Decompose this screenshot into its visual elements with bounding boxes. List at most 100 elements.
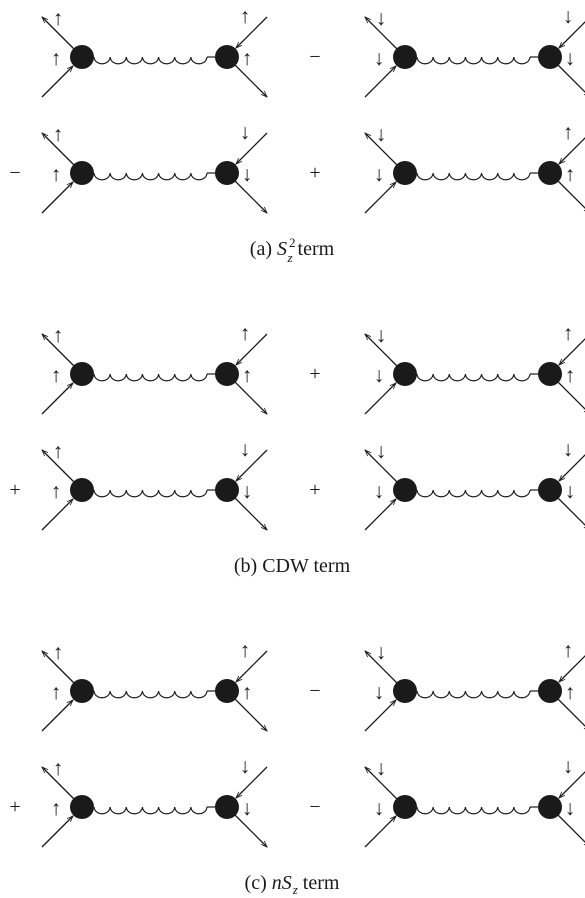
leg-outgoing-right	[231, 378, 267, 414]
spin-label-top-right: ↑	[240, 321, 251, 345]
sign: +	[309, 363, 320, 385]
spin-label-top-right: ↓	[563, 754, 574, 778]
vertex-left	[70, 45, 94, 69]
leg-outgoing-right	[554, 177, 585, 213]
spin-label-top-left: ↑	[53, 323, 64, 347]
caption: (c) nSz term	[245, 872, 340, 897]
vertex-right	[538, 45, 562, 69]
leg-outgoing-right	[554, 378, 585, 414]
leg-outgoing-right	[231, 811, 267, 847]
leg-outgoing-right	[554, 61, 585, 97]
spin-label-bottom-left: ↓	[374, 796, 385, 820]
photon-propagator	[93, 56, 208, 65]
spin-label-bottom-left: ↑	[51, 363, 62, 387]
diagram: ↓↓↑↑	[365, 638, 585, 731]
diagram: ↓↓↓↓	[365, 4, 585, 97]
photon-propagator	[416, 56, 531, 65]
leg-incoming-right	[236, 650, 268, 682]
leg-incoming-left	[41, 182, 73, 214]
leg-outgoing-left	[365, 17, 401, 53]
leg-outgoing-left	[365, 133, 401, 169]
leg-incoming-left	[41, 700, 73, 732]
diagram: ↑ ↑ ↑ ↑	[42, 321, 267, 414]
spin-label-bottom-left: ↓	[374, 46, 385, 70]
leg-incoming-right	[236, 132, 268, 164]
spin-label-bottom-left: ↓	[374, 479, 385, 503]
leg-incoming-left	[364, 816, 396, 848]
leg-incoming-left	[41, 383, 73, 415]
spin-label-top-right: ↑	[563, 638, 574, 662]
photon-propagator	[93, 806, 208, 815]
vertex-left	[70, 679, 94, 703]
sign: +	[9, 479, 20, 501]
leg-outgoing-right	[231, 695, 267, 731]
diagram: ↑↑↓↓	[42, 120, 267, 213]
spin-label-top-right: ↑	[240, 638, 251, 662]
vertex-right	[215, 478, 239, 502]
leg-outgoing-left	[365, 334, 401, 370]
leg-outgoing-right	[231, 61, 267, 97]
spin-label-bottom-right: ↑	[242, 680, 253, 704]
photon-propagator	[93, 373, 208, 382]
vertex-right	[215, 45, 239, 69]
photon-propagator	[416, 489, 531, 498]
spin-label-bottom-right: ↑	[242, 363, 253, 387]
spin-label-top-left: ↑	[53, 122, 64, 146]
leg-outgoing-left	[42, 651, 78, 687]
photon-propagator	[93, 489, 208, 498]
vertex-left	[70, 161, 94, 185]
leg-incoming-left	[364, 499, 396, 531]
spin-label-bottom-right: ↓	[242, 162, 253, 186]
photon-propagator	[416, 373, 531, 382]
spin-label-top-left: ↓	[376, 323, 387, 347]
vertex-left	[393, 795, 417, 819]
diagram: ↓↓↑↑	[365, 120, 585, 213]
leg-outgoing-left	[42, 17, 78, 53]
diagram: ↓↓↑↑	[365, 321, 585, 414]
spin-label-top-right: ↓	[563, 437, 574, 461]
leg-incoming-left	[41, 499, 73, 531]
leg-outgoing-left	[365, 767, 401, 803]
spin-label-top-left: ↑	[53, 756, 64, 780]
leg-outgoing-right	[554, 494, 585, 530]
photon-propagator	[416, 172, 531, 181]
photon-propagator	[93, 172, 208, 181]
vertex-right	[538, 679, 562, 703]
diagram: ↑↑↓↓	[42, 437, 267, 530]
spin-label-top-left: ↑	[53, 640, 64, 664]
spin-label-bottom-right: ↓	[565, 46, 576, 70]
leg-incoming-left	[364, 700, 396, 732]
vertex-left	[393, 478, 417, 502]
diagram: ↑↑↑↑	[42, 638, 267, 731]
leg-incoming-left	[364, 182, 396, 214]
spin-label-top-left: ↑	[53, 439, 64, 463]
photon-propagator	[416, 806, 531, 815]
diagram: ↓↓↓↓	[365, 437, 585, 530]
leg-incoming-left	[41, 816, 73, 848]
vertex-right	[215, 362, 239, 386]
spin-label-bottom-left: ↓	[374, 680, 385, 704]
vertex-left	[393, 679, 417, 703]
photon-propagator	[416, 690, 531, 699]
spin-label-top-left: ↑	[53, 6, 64, 30]
leg-outgoing-left	[42, 767, 78, 803]
spin-label-bottom-left: ↑	[51, 162, 62, 186]
vertex-right	[538, 161, 562, 185]
leg-outgoing-left	[365, 651, 401, 687]
sign: −	[9, 162, 20, 184]
spin-label-top-right: ↑	[240, 4, 251, 28]
panel-c: ↑↑↑↑−↓↓↑↑+↑↑↓↓−↓↓↓↓(c) nSz term	[9, 638, 585, 897]
spin-label-top-right: ↑	[563, 120, 574, 144]
spin-label-top-right: ↓	[240, 754, 251, 778]
vertex-right	[215, 679, 239, 703]
leg-outgoing-left	[42, 450, 78, 486]
sign: −	[309, 680, 320, 702]
vertex-left	[393, 161, 417, 185]
vertex-right	[538, 795, 562, 819]
spin-label-bottom-left: ↑	[51, 796, 62, 820]
vertex-right	[215, 161, 239, 185]
vertex-left	[70, 795, 94, 819]
